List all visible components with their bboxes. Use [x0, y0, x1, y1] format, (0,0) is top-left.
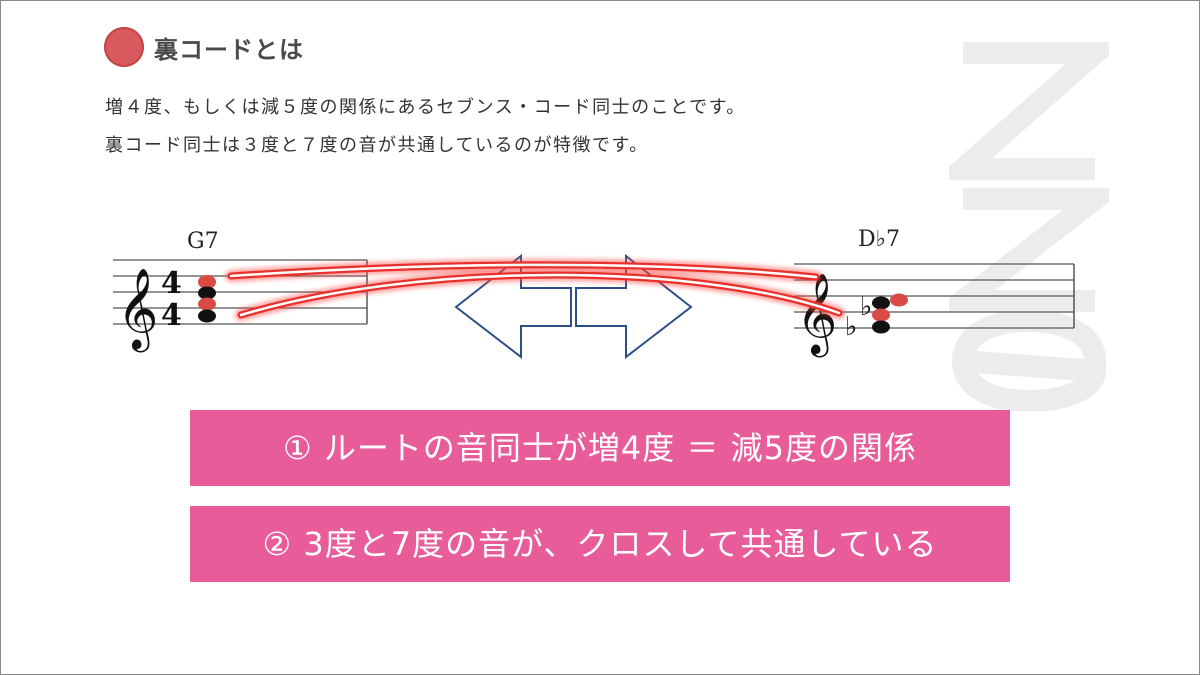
- description-line-1: 増４度、もしくは減５度の関係にあるセブンス・コード同士のことです。: [105, 97, 746, 118]
- note-g7-b: [198, 297, 216, 311]
- note-db7-db: [872, 320, 890, 334]
- logo-letter-e: [951, 309, 1107, 411]
- note-g7-f: [198, 275, 216, 289]
- chord-label-db7: D♭7: [858, 227, 901, 252]
- section-heading: 裏コードとは: [104, 27, 304, 67]
- note-db7-cb: [890, 293, 908, 307]
- point-banner-2: ② 3度と7度の音が、クロスして共通している: [190, 506, 1010, 582]
- note-db7-f: [872, 308, 890, 322]
- flat-sign-2: ♭: [860, 292, 872, 322]
- time-sig-bottom: 4: [161, 298, 182, 333]
- logo-letter-z1: [949, 42, 1109, 180]
- chord-label-g7: G7: [187, 229, 219, 254]
- point-banner-1: ① ルートの音同士が増4度 ＝ 減5度の関係: [190, 410, 1010, 486]
- db7-chord-notes: [872, 293, 908, 334]
- heading-bullet-dot: [104, 27, 144, 67]
- heading-title: 裏コードとは: [154, 35, 304, 64]
- logo-letter-z2: [949, 188, 1109, 312]
- crossing-highlight: [225, 258, 845, 321]
- music-notation: 𝄞 4 4 𝄞 ♭ ♭: [113, 253, 1075, 360]
- flat-sign-1: ♭: [845, 312, 857, 342]
- note-g7-g: [198, 309, 216, 323]
- g7-chord-notes: [198, 275, 216, 323]
- description-line-2: 裏コード同士は３度と７度の音が共通しているのが特徴です。: [105, 135, 649, 156]
- note-g7-d: [198, 286, 216, 300]
- treble-clef-left: 𝄞: [117, 267, 158, 352]
- time-sig-top: 4: [161, 266, 182, 301]
- logo-watermark: [949, 42, 1109, 411]
- note-db7-ab: [872, 296, 890, 310]
